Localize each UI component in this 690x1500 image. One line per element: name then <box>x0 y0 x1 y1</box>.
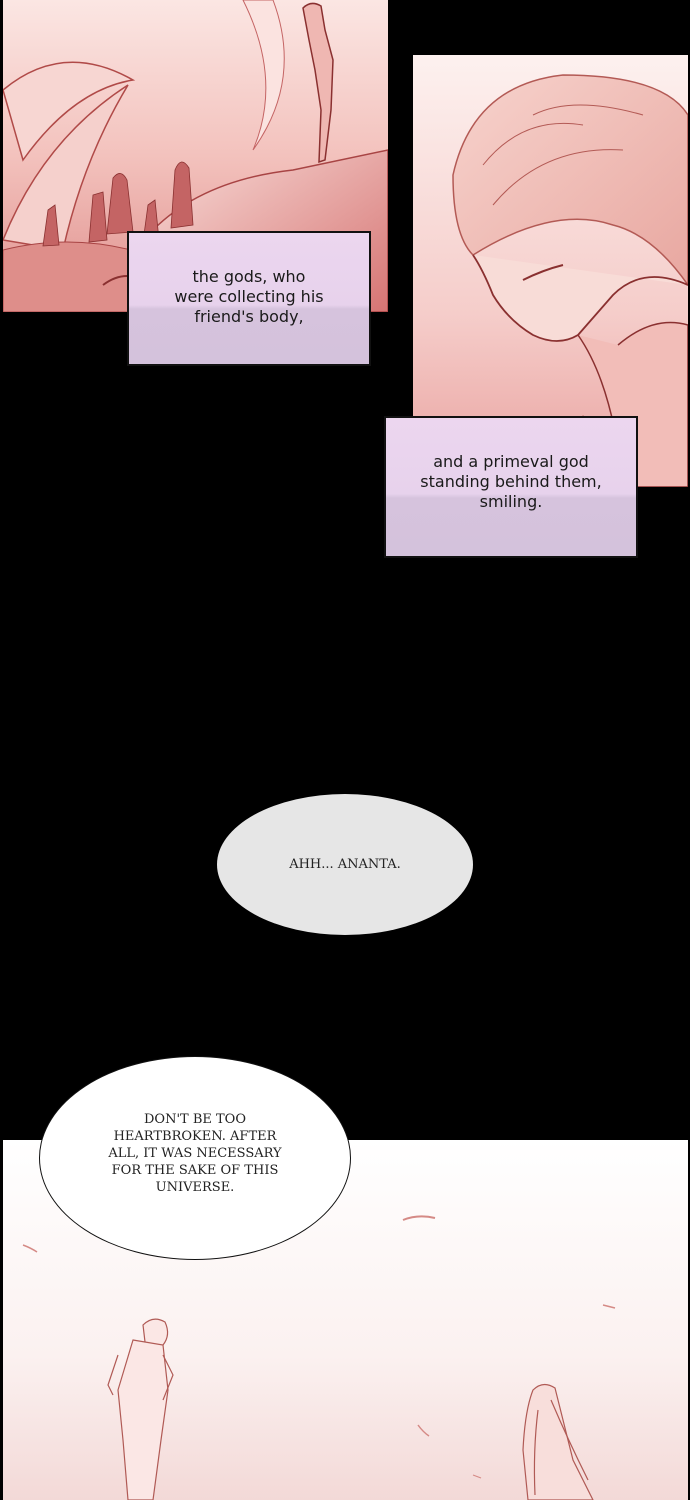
panel-smiling-god <box>413 55 688 487</box>
white-field-illustration <box>3 1140 688 1500</box>
speech-bubble-dont-be-heartbroken: DON'T BE TOO HEARTBROKEN. AFTER ALL, IT … <box>39 1056 351 1260</box>
panel-white-field <box>3 1140 688 1500</box>
caption-gods-collecting-body: the gods, who were collecting his friend… <box>127 231 371 366</box>
smiling-god-illustration <box>413 55 688 487</box>
speech-bubble-ahh-ananta: AHH... ANANTA. <box>217 794 473 935</box>
caption-primeval-god-smiling: and a primeval god standing behind them,… <box>384 416 638 558</box>
